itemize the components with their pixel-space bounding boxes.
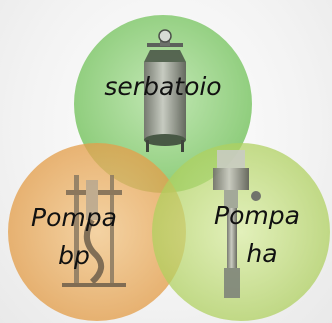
low-pressure-pump-icon: [62, 175, 126, 287]
label-pompa-ha-line1: Pompa: [214, 201, 300, 230]
label-serbatoio: serbatoio: [104, 72, 221, 101]
label-pompa-ha-line2: ha: [246, 239, 277, 268]
label-pompa-bp-line2: bp: [58, 241, 90, 270]
label-pompa-bp-line1: Pompa: [31, 203, 117, 232]
high-pressure-pump-icon: [213, 150, 261, 298]
venn-circle-left: [8, 143, 186, 321]
pressure-tank-icon: [144, 29, 186, 152]
venn-circle-right: [152, 143, 330, 321]
